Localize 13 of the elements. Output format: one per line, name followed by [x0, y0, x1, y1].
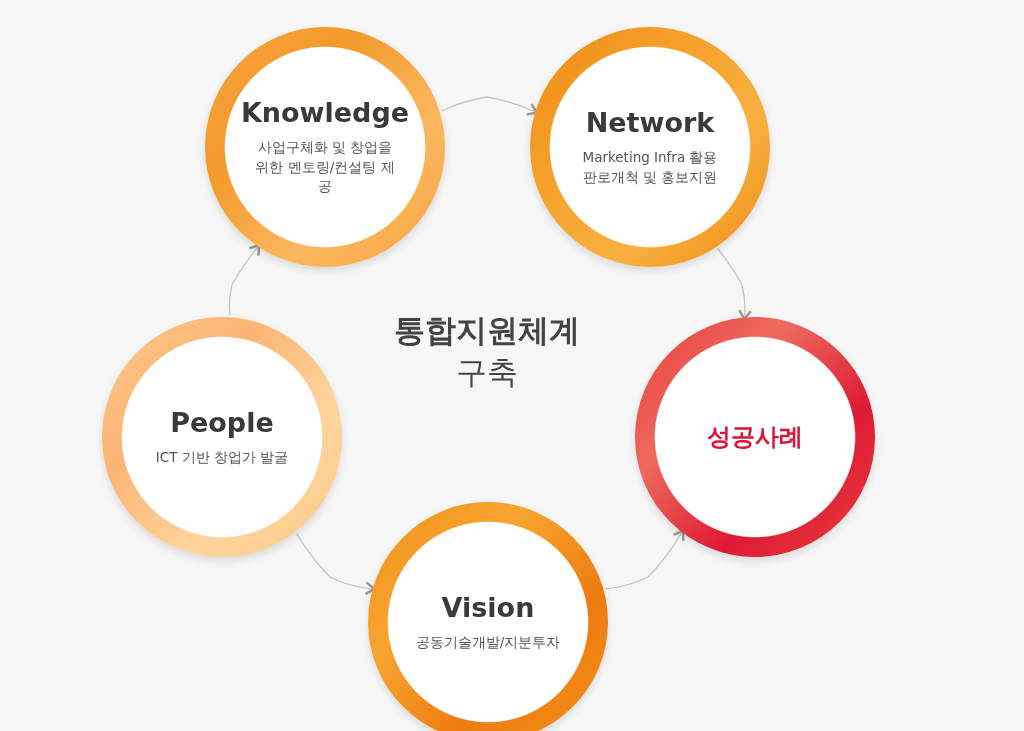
circle-description: Marketing Infra 활용 판로개척 및 홍보지원 — [581, 147, 719, 187]
circle-title: Knowledge — [240, 97, 410, 129]
circle-description: 공동기술개발/지분투자 — [414, 632, 562, 652]
circle-title: Vision — [441, 591, 535, 623]
curved-arrow — [228, 244, 261, 316]
center-heading: 통합지원체계 구축 — [393, 311, 581, 392]
curved-arrow — [440, 96, 538, 116]
circle-description: 사업구체화 및 창업을 위한 멘토링/컨설팅 제공 — [254, 138, 396, 197]
curved-arrow — [604, 529, 685, 590]
circle-title: 성공사례 — [707, 422, 803, 453]
circle-title: Network — [585, 106, 715, 138]
circle-title: People — [170, 406, 274, 438]
circle-description: ICT 기반 창업가 발굴 — [154, 447, 290, 467]
